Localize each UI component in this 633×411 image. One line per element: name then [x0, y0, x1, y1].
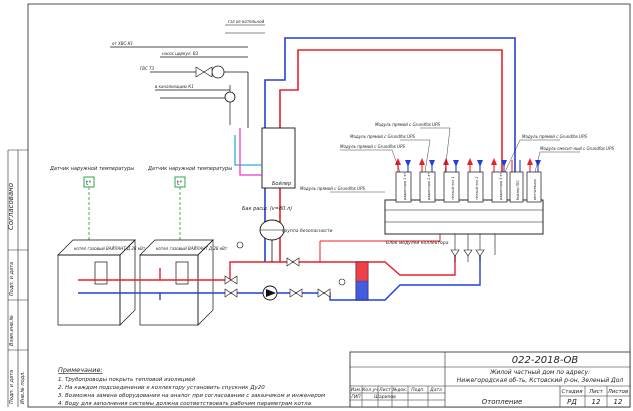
boiler-right-label: котел газовый ВАЙЛАНТ Д 28 кВт [156, 246, 228, 251]
circuit-label: бойлер ГВС [516, 179, 520, 200]
gauge-icon [338, 278, 346, 286]
notes-heading: Примечание: [58, 366, 103, 374]
sheets-header: Листов [607, 389, 629, 395]
col-header: Лист [378, 387, 391, 393]
gas-in-label: газ из котельной [228, 19, 265, 24]
module-annotation: Модуль прямой с Grundfos UPS [340, 144, 405, 149]
module-annotation: Модуль смесит-ный с Grundfos UPS [540, 146, 614, 151]
pump-modules: радиаторы 1 эт. радиаторы 2 эт. теплый п… [395, 160, 542, 203]
note-item: 3. Возможна замена оборудования на анало… [58, 393, 325, 399]
flow-arrows [395, 158, 541, 167]
circ-label: насос циркул. В3 [162, 51, 199, 56]
object-line-1: Жилой частный дом по адресу: [489, 369, 590, 376]
circulation-pump-icon [211, 65, 225, 79]
return-riser [264, 37, 516, 262]
module-annotation: Модуль прямой с Grundfos UPS [350, 134, 415, 139]
cold-in-label: от ХВС К1 [112, 41, 133, 46]
col-header: Изм. [351, 387, 362, 393]
expansion-tank [259, 219, 285, 262]
pump-module: бойлер ГВС [509, 160, 524, 203]
sheet-value: 12 [592, 398, 601, 406]
stamp-inv-2: Инв.№ подл. [20, 371, 26, 404]
collector-drain-valves [450, 234, 496, 262]
stage-header: Стадия [561, 389, 583, 395]
module-annotations [330, 127, 580, 193]
module-annotation: Модуль прямой с Grundfos UPS [522, 134, 587, 139]
circuit-label: теплый пол 1 [451, 177, 455, 200]
col-header: Кол.уч [362, 387, 378, 393]
note-item: 1. Трубопроводы покрыть тепловой изоляци… [58, 377, 196, 383]
valves [224, 257, 331, 298]
sheets-value: 12 [614, 398, 623, 406]
sheet-title: Отопление [482, 398, 523, 406]
circuit-label: радиаторы 1 эт. [403, 172, 407, 201]
sheet-frame [27, 3, 631, 408]
gas-line [239, 128, 262, 176]
boiler-tank: Бойлер [261, 127, 296, 189]
circuit-label: радиаторы 3 эт. [499, 172, 503, 201]
main-risers [264, 37, 516, 262]
svg-text:t°: t° [177, 180, 182, 187]
circuit-label: теплый пол 2 [475, 177, 479, 200]
water-lines [110, 24, 265, 176]
pump-module: теплый пол 2 [467, 160, 484, 203]
gas-boiler-right [139, 239, 214, 326]
role-gip: ГИП [351, 394, 361, 400]
pump-module: радиаторы 1 эт. [395, 160, 412, 203]
supply-riser [279, 49, 503, 262]
sewer-label: в канализацию К1 [155, 84, 194, 89]
boiler-left-label: котел газовый ВАЙЛАНТ Д 28 кВт [74, 246, 146, 251]
collector-label: Блок модулей коллектора [386, 240, 449, 246]
gip-name: Шарипов [374, 394, 396, 400]
gas-boiler-left [57, 239, 136, 326]
circuit-label: радиаторы 2 эт. [427, 172, 431, 201]
stamp-agreed: Согласовано [7, 183, 15, 230]
note-item: 2. На каждом подсоединении к коллектору … [58, 385, 265, 391]
sensor-right-label: Датчик наружной температуры [147, 166, 232, 172]
valve-icon [195, 66, 205, 78]
pump-module: радиаторы 2 эт. [419, 160, 436, 203]
col-header: Подп. [411, 387, 425, 393]
pump-module: вентиляция [526, 160, 542, 203]
gauge-icon [236, 241, 244, 249]
drawing-code: 022-2018-ОВ [512, 355, 579, 366]
module-annotation: Модуль прямой с Grundfos UPS [300, 186, 365, 191]
stamp-sign-date-2: Подп. и дата [9, 370, 15, 404]
col-header: №док. [392, 387, 408, 393]
valve-icon [203, 66, 213, 78]
note-item: 4. Воду для заполнения системы должна со… [58, 401, 312, 407]
circuit-label: вентиляция [533, 179, 537, 200]
pump-module: радиаторы 3 эт. [491, 160, 508, 203]
boiler-label: Бойлер [272, 181, 291, 187]
module-annotation: Модуль прямой с Grundfos UPS [375, 122, 440, 127]
safety-label: группа безопасности [282, 228, 333, 234]
svg-text:t°: t° [86, 180, 91, 187]
object-line-2: Нижегородская об-ть, Кстовский р-он, Зел… [457, 377, 624, 384]
stage-value: РД [567, 398, 577, 406]
cold-water-line [234, 135, 262, 166]
pump-module: теплый пол 1 [443, 160, 460, 203]
sensor-left-label: Датчик наружной температуры [49, 166, 134, 172]
col-header: Дата [429, 387, 442, 393]
tank-label: Бак расш. (v=80 л) [242, 206, 292, 212]
sheet-header: Лист [588, 389, 604, 395]
hot-out-label: ГВС Т3 [140, 66, 154, 71]
filter-icon [224, 91, 236, 103]
collector-block [384, 199, 544, 235]
stamp-inv-1: Взам.инв.№ [9, 315, 15, 346]
title-block: 022-2018-ОВ Жилой частный дом по адресу:… [349, 351, 631, 408]
stamp-sign-date-1: Подп. и дата [9, 262, 15, 296]
outdoor-sensors: Датчик наружной температуры Датчик наруж… [49, 166, 232, 240]
